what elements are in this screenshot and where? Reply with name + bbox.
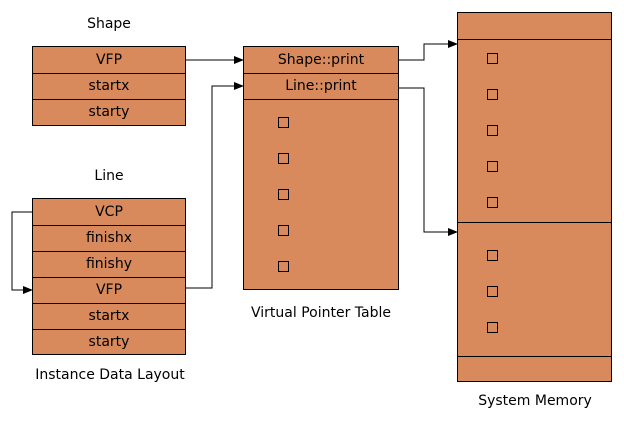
shape-instance-box: VFP startx starty — [32, 46, 186, 126]
shape-title: Shape — [87, 16, 131, 32]
memory-slot-icon — [487, 197, 498, 208]
virtual-pointer-table-box: Shape::print Line::print — [243, 46, 399, 290]
system-memory-label: System Memory — [478, 393, 592, 409]
memory-slot-icon — [487, 286, 498, 297]
memory-slot-icon — [487, 322, 498, 333]
shape-field-vfp: VFP — [95, 52, 123, 68]
vtable-entry-shape-print: Shape::print — [277, 52, 365, 68]
vtable-slot-icon — [278, 189, 289, 200]
arrow-line-vfp-to-line-print — [186, 82, 244, 289]
vtable-slot-icon — [278, 225, 289, 236]
line-instance-box: VCP finishx finishy VFP startx starty — [32, 198, 186, 355]
memory-slot-icon — [487, 53, 498, 64]
line-field-finishy: finishy — [33, 251, 185, 277]
memory-footer-segment — [458, 356, 611, 381]
shape-field-startx: startx — [33, 73, 185, 99]
line-field-vcp: VCP — [95, 204, 123, 220]
memory-slot-icon — [487, 161, 498, 172]
instance-data-layout-label: Instance Data Layout — [35, 367, 185, 383]
vtable-slot-icon — [278, 153, 289, 164]
line-field-finishx: finishx — [33, 225, 185, 251]
virtual-pointer-table-label: Virtual Pointer Table — [251, 305, 391, 321]
memory-slot-icon — [487, 125, 498, 136]
line-field-startx: startx — [33, 303, 185, 329]
memory-block-line-print — [458, 222, 611, 356]
vtable-entry-line-print: Line::print — [244, 73, 398, 99]
vtable-slot-icon — [278, 117, 289, 128]
line-title: Line — [94, 168, 124, 184]
arrow-line-print-to-memory — [399, 87, 458, 236]
memory-slot-icon — [487, 250, 498, 261]
shape-field-starty: starty — [33, 99, 185, 125]
arrow-vcp-loop-to-vfp — [11, 211, 33, 294]
line-field-starty: starty — [33, 329, 185, 356]
arrow-shape-print-to-memory — [399, 40, 458, 61]
memory-slot-icon — [487, 89, 498, 100]
vtable-slot-icon — [278, 261, 289, 272]
vtable-empty-area — [244, 99, 398, 289]
system-memory-box — [457, 12, 612, 382]
memory-header-segment — [458, 13, 611, 39]
memory-block-shape-print — [458, 39, 611, 222]
line-field-vfp: VFP — [33, 277, 185, 303]
